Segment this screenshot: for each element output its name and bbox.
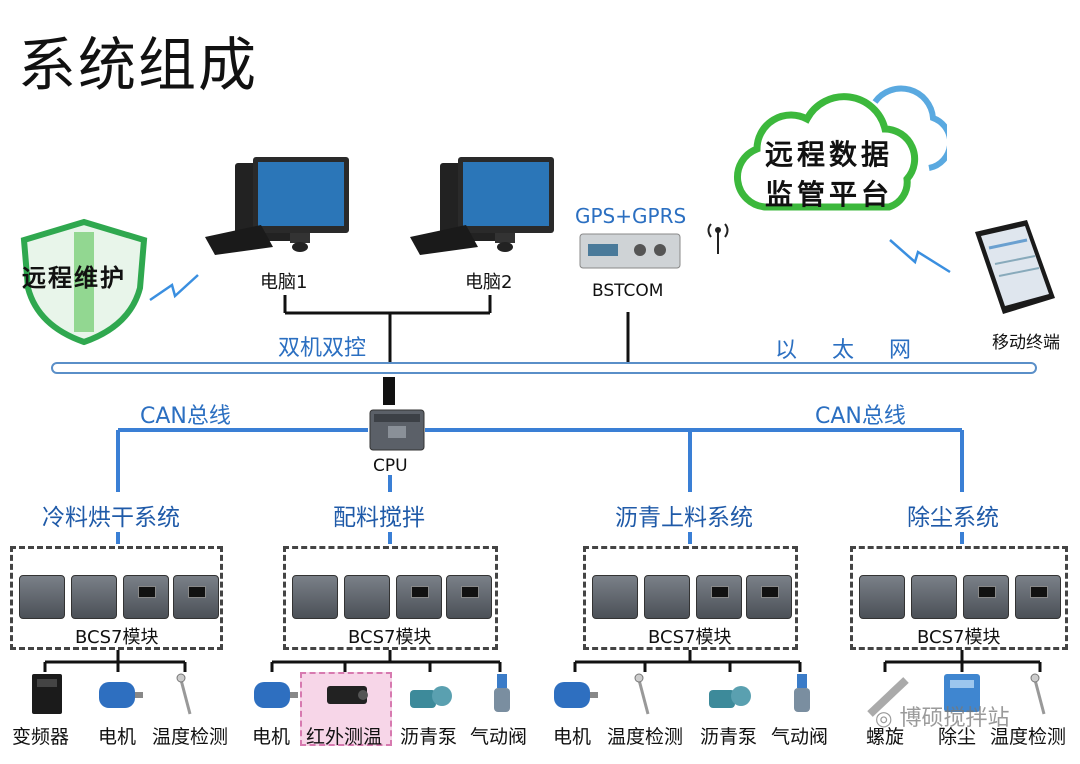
system-title-dust: 除尘系统 bbox=[907, 505, 999, 531]
gps-label: GPS+GPRS bbox=[575, 204, 687, 228]
module-group-3: BCS7模块 bbox=[583, 546, 798, 650]
device-label: 气动阀 bbox=[470, 726, 528, 748]
cpu-label: CPU bbox=[373, 456, 408, 476]
bcs7-module bbox=[292, 575, 338, 619]
device-label: 沥青泵 bbox=[400, 726, 458, 748]
device-label: 温度检测 bbox=[990, 726, 1067, 748]
bcs7-module bbox=[19, 575, 65, 619]
module-group-2: BCS7模块 bbox=[283, 546, 498, 650]
module-group-4: BCS7模块 bbox=[850, 546, 1068, 650]
cloud-label-line2: 监管平台 bbox=[765, 178, 894, 211]
shield-icon bbox=[20, 218, 148, 346]
ethernet-bus bbox=[51, 362, 1037, 374]
bcs7-module bbox=[173, 575, 219, 619]
pneumatic-valve-icon bbox=[794, 674, 810, 712]
dust-collector-icon bbox=[944, 674, 980, 712]
module-label: BCS7模块 bbox=[648, 627, 732, 648]
bcs7-module bbox=[592, 575, 638, 619]
bcs7-module bbox=[396, 575, 442, 619]
bstcom-device-icon bbox=[579, 233, 681, 269]
bcs7-module bbox=[963, 575, 1009, 619]
asphalt-pump-icon bbox=[709, 686, 751, 708]
screw-conveyor-icon bbox=[867, 677, 909, 717]
device-label: 电机 bbox=[553, 726, 592, 748]
dual-control-label: 双机双控 bbox=[278, 336, 367, 361]
motor-icon bbox=[99, 682, 143, 708]
bstcom-label: BSTCOM bbox=[592, 281, 664, 301]
bcs7-module bbox=[644, 575, 690, 619]
cloud-icon bbox=[734, 85, 947, 211]
antenna-icon bbox=[707, 223, 729, 254]
system-title-asphalt: 沥青上料系统 bbox=[615, 505, 753, 531]
device-label: 气动阀 bbox=[771, 726, 829, 748]
temperature-probe-icon bbox=[1030, 673, 1046, 715]
module-label: BCS7模块 bbox=[75, 627, 159, 648]
mobile-label: 移动终端 bbox=[992, 333, 1060, 353]
module-group-1: BCS7模块 bbox=[10, 546, 223, 650]
bcs7-module bbox=[123, 575, 169, 619]
ethernet-label: 以 太 网 bbox=[775, 338, 925, 363]
bcs7-module bbox=[859, 575, 905, 619]
asphalt-pump-icon bbox=[410, 686, 452, 708]
bcs7-module bbox=[696, 575, 742, 619]
bcs7-module bbox=[746, 575, 792, 619]
motor-icon bbox=[554, 682, 598, 708]
device-label: 除尘 bbox=[938, 726, 977, 748]
mobile-phone-icon bbox=[975, 220, 1055, 314]
bcs7-module bbox=[911, 575, 957, 619]
infrared-sensor-icon bbox=[327, 686, 368, 704]
watermark-text: 博硕搅拌站 bbox=[899, 706, 1010, 731]
inverter-icon bbox=[32, 674, 62, 714]
system-title-cold-drying: 冷料烘干系统 bbox=[42, 505, 180, 531]
cloud-label-line1: 远程数据 bbox=[765, 138, 894, 171]
can-bus-left-label: CAN总线 bbox=[140, 404, 231, 429]
shield-label: 远程维护 bbox=[22, 263, 126, 292]
wechat-icon: ◎ bbox=[875, 706, 893, 730]
computer-2-label: 电脑2 bbox=[465, 272, 513, 293]
device-label: 沥青泵 bbox=[700, 726, 758, 748]
module-label: BCS7模块 bbox=[917, 627, 1001, 648]
temperature-probe-icon bbox=[176, 673, 192, 715]
device-label: 变频器 bbox=[12, 726, 70, 748]
computer-2-icon bbox=[410, 157, 554, 255]
computer-1-label: 电脑1 bbox=[260, 272, 308, 293]
bcs7-module bbox=[344, 575, 390, 619]
computer-1-icon bbox=[205, 157, 349, 255]
system-title-batching: 配料搅拌 bbox=[333, 505, 425, 531]
watermark: ◎ 博硕搅拌站 bbox=[875, 700, 1009, 732]
device-label: 螺旋 bbox=[866, 726, 905, 748]
device-label: 电机 bbox=[98, 726, 137, 748]
highlight-box bbox=[300, 672, 392, 746]
bcs7-module bbox=[446, 575, 492, 619]
motor-icon bbox=[254, 682, 298, 708]
temperature-probe-icon bbox=[634, 673, 650, 715]
can-bus-right-label: CAN总线 bbox=[815, 404, 906, 429]
page-title: 系统组成 bbox=[18, 31, 259, 99]
module-label: BCS7模块 bbox=[348, 627, 432, 648]
bcs7-module bbox=[71, 575, 117, 619]
device-label: 温度检测 bbox=[152, 726, 229, 748]
device-label: 红外测温 bbox=[306, 726, 383, 748]
bcs7-module bbox=[1015, 575, 1061, 619]
device-label: 电机 bbox=[252, 726, 291, 748]
pneumatic-valve-icon bbox=[494, 674, 510, 712]
cpu-module-icon bbox=[369, 409, 425, 451]
device-label: 温度检测 bbox=[607, 726, 684, 748]
